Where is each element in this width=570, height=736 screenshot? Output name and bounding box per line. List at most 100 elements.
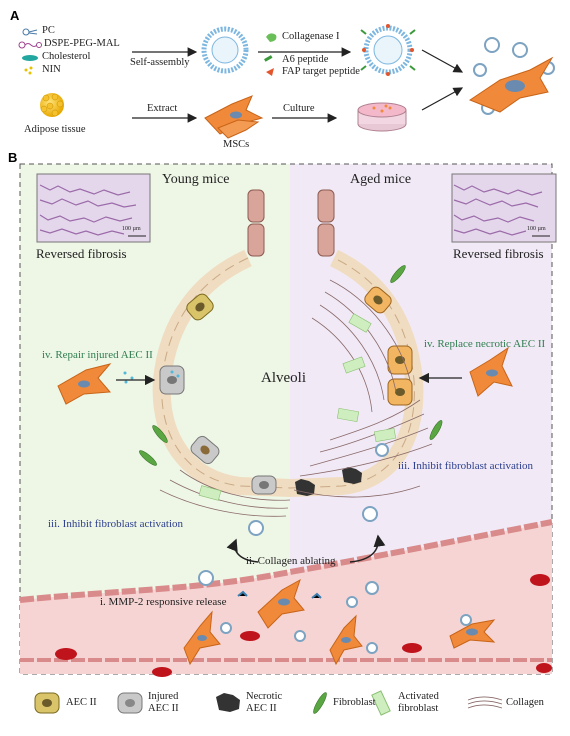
legend-injured-label: Injured AEC II [148, 691, 179, 715]
released-liposome [220, 622, 232, 634]
aec2-cell [364, 286, 392, 314]
red-blood-cell [240, 631, 260, 641]
legend-necrotic-line1: Necrotic [246, 691, 283, 702]
necrotic-aec2-cell [342, 467, 362, 484]
mscs-label: MSCs [223, 139, 250, 150]
activated-fibroblast-cell [336, 407, 360, 423]
legend-necrotic-aec2-icon [216, 693, 240, 712]
inhibit-label-aged: iii. Inhibit fibroblast activation [398, 460, 534, 472]
collagenase-icon [266, 33, 277, 42]
fibroblast-cell [390, 265, 406, 283]
a6-peptide-icon [264, 55, 273, 62]
pc-icon [22, 28, 38, 36]
inhibit-label-young: iii. Inhibit fibroblast activation [48, 518, 184, 530]
injured-aec2-cell [159, 365, 185, 395]
legend-aec2-icon [34, 692, 60, 714]
culture-dish-icon [357, 102, 407, 132]
drug-particle [124, 380, 128, 384]
legend-collagen-label: Collagen [506, 697, 544, 708]
legend-activated-line2: fibroblast [398, 703, 439, 714]
replace-label: iv. Replace necrotic AEC II [424, 338, 546, 350]
released-liposome [346, 596, 358, 608]
legend-injured-aec2-icon [117, 692, 143, 714]
nin-icon [24, 66, 33, 75]
fibroblast-cell [139, 450, 157, 466]
released-peptide [311, 592, 322, 599]
drug-particle [176, 374, 180, 378]
airway-segment [317, 189, 335, 223]
injured-aec2-cell [190, 435, 220, 465]
panel-a-graphics [18, 24, 555, 139]
aged-mice-title: Aged mice [350, 172, 412, 187]
self-assembly-label: Self-assembly [130, 57, 190, 68]
legend-fibroblast-icon [313, 692, 327, 714]
drug-particle [123, 371, 127, 375]
repair-label: iv. Repair injured AEC II [42, 349, 153, 361]
legend-injured-line1: Injured [148, 691, 179, 702]
panel-a-letter: A [10, 8, 20, 23]
msc-cell-vessel [183, 610, 221, 666]
legend-activated-line1: Activated [398, 691, 439, 702]
drug-particle [130, 376, 134, 380]
red-blood-cell [55, 648, 77, 660]
released-liposome [365, 581, 379, 595]
msc-cell-left [57, 363, 112, 405]
alveoli-label: Alveoli [261, 370, 306, 386]
aec2-cell [387, 345, 413, 375]
msc-cell-vessel [257, 578, 305, 629]
aec2-cell [387, 378, 413, 406]
airway-segment [247, 223, 265, 257]
fap-peptide-label: FAP target peptide [282, 66, 360, 77]
panel-b-letter: B [8, 150, 18, 165]
released-liposome [460, 614, 472, 626]
collagen-ablating-label: ii. Collagen ablating [246, 555, 336, 567]
dspe-peg-mal-label: DSPE-PEG-MAL [44, 38, 120, 49]
modified-liposome-icon [360, 24, 416, 76]
legend-activated-fibroblast-icon [371, 690, 391, 716]
extract-label: Extract [147, 103, 178, 114]
released-peptide [237, 590, 248, 597]
histology-image-aged [451, 173, 557, 243]
msc-cell-right [469, 346, 513, 397]
released-liposome [294, 630, 306, 642]
legend-collagen-icon [467, 696, 503, 709]
reversed-fibrosis-aged: Reversed fibrosis [453, 246, 544, 261]
small-liposome-icon [512, 42, 528, 58]
injured-aec2-cell [251, 475, 277, 495]
adipose-tissue-icon [40, 93, 64, 117]
cholesterol-icon [22, 55, 38, 61]
scale-bar-young: 100 µm [122, 226, 141, 232]
activated-fibroblast-cell [373, 427, 397, 443]
a6-peptide-label: A6 peptide [282, 54, 329, 65]
red-blood-cell [152, 667, 172, 677]
legend-fibroblast-label: Fibroblast [333, 697, 376, 708]
culture-label: Culture [283, 103, 315, 114]
collagen-fibers [159, 279, 433, 517]
released-liposome [248, 520, 264, 536]
airway-segment [247, 189, 265, 223]
cholesterol-label: Cholesterol [42, 51, 91, 62]
young-mice-title: Young mice [162, 172, 230, 187]
red-blood-cell [530, 574, 550, 586]
released-liposome [366, 642, 378, 654]
msc-cell-vessel [449, 619, 496, 649]
aec2-cell [186, 293, 214, 321]
red-blood-cells [55, 574, 552, 677]
fap-peptide-icon [266, 68, 274, 76]
collagen-ablating-arrow-left [226, 538, 259, 563]
legend-aec2-label: AEC II [66, 697, 97, 708]
collagen-ablating-arrow-right [349, 534, 386, 563]
msc-cell-vessel [329, 614, 363, 666]
legend-activated-label: Activated fibroblast [398, 691, 439, 715]
released-liposome [375, 443, 389, 457]
legend-necrotic-label: Necrotic AEC II [246, 691, 282, 715]
adipose-tissue-label: Adipose tissue [24, 124, 86, 135]
red-blood-cell [536, 663, 552, 673]
activated-fibroblast-cell [348, 313, 372, 333]
histology-image-young [36, 173, 151, 243]
fibroblast-cell [152, 425, 168, 443]
msc-cells-icon [204, 95, 264, 139]
small-liposome-icon [484, 37, 500, 53]
dspe-peg-mal-icon [18, 41, 42, 49]
